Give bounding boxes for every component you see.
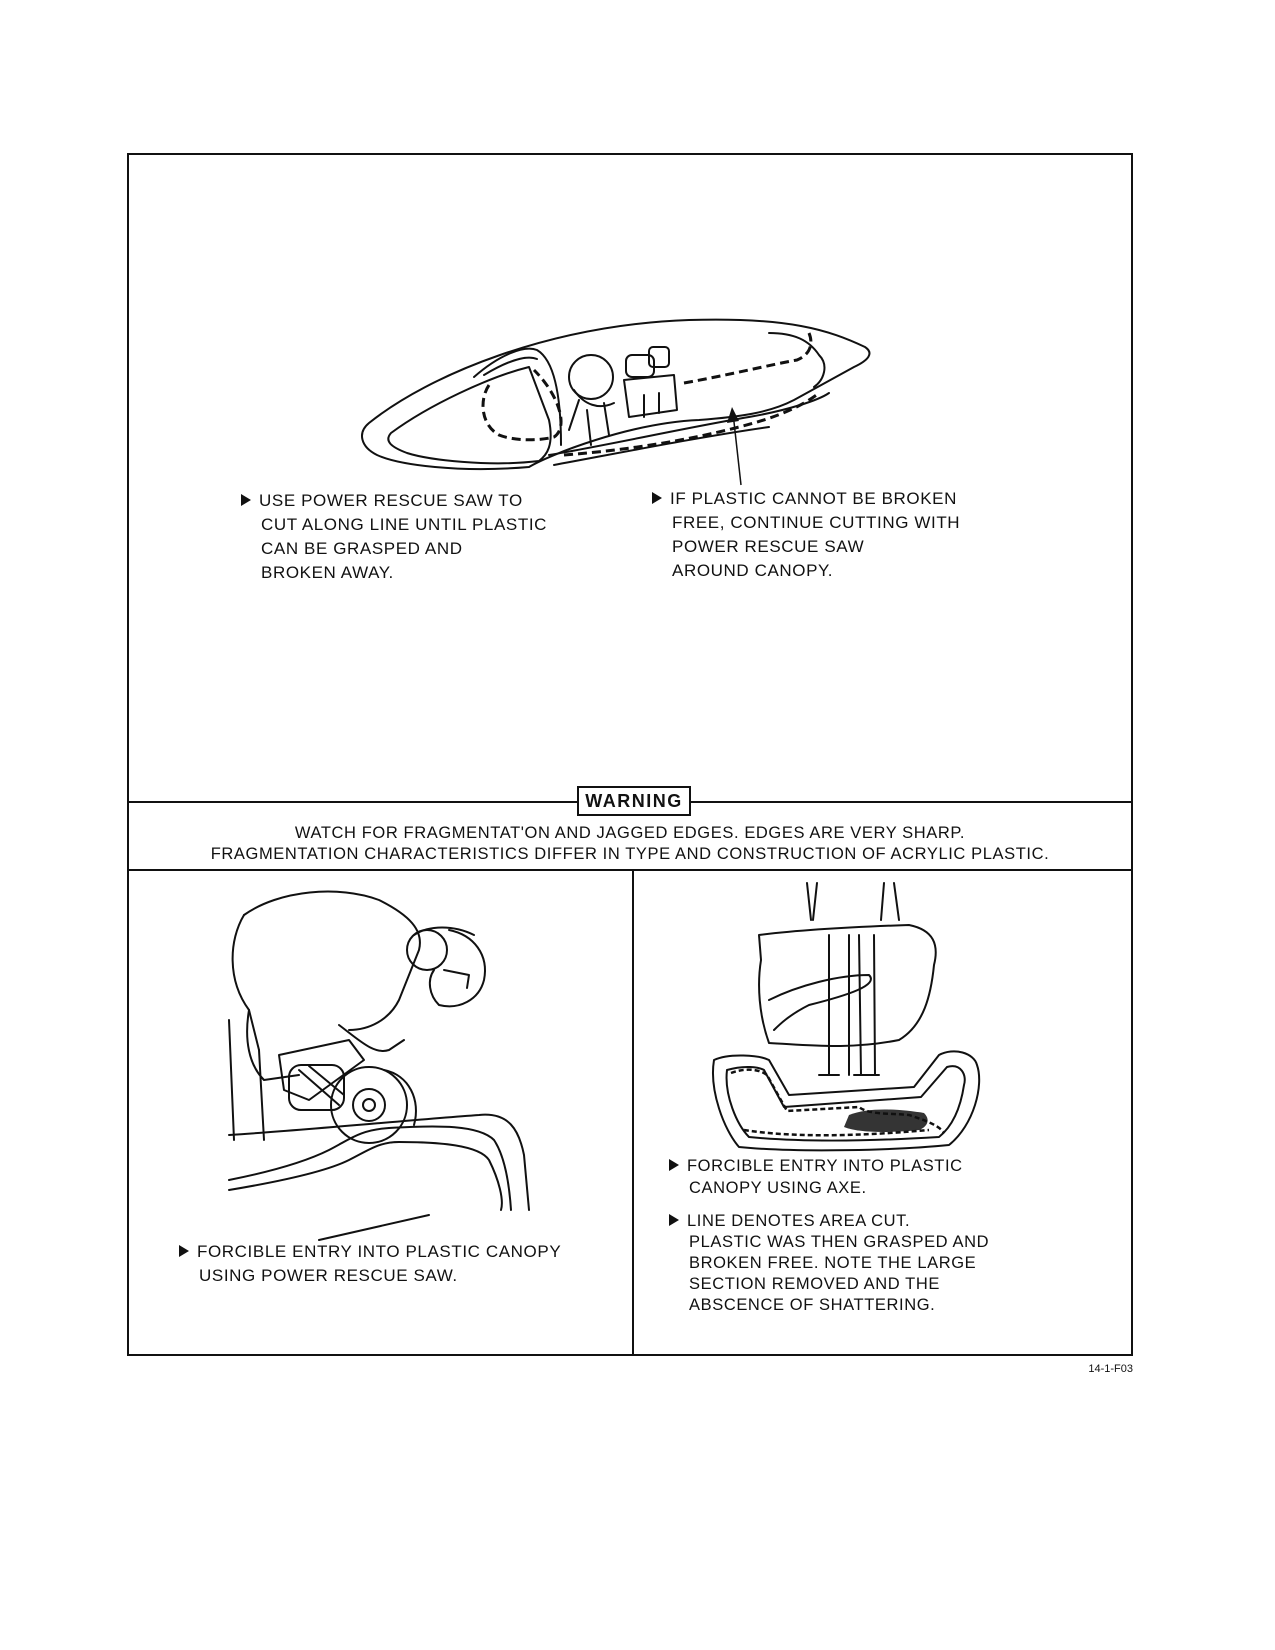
axe-cut-canopy-illustration <box>699 875 999 1175</box>
warning-line-1: WATCH FOR FRAGMENTAT'ON AND JAGGED EDGES… <box>294 824 966 842</box>
warning-line-2: FRAGMENTATION CHARACTERISTICS DIFFER IN … <box>210 845 1050 863</box>
figure-frame: USE POWER RESCUE SAW TO CUT ALONG LINE U… <box>127 153 1133 1356</box>
canopy-cut-line-illustration <box>129 155 1131 805</box>
top-caption-left: USE POWER RESCUE SAW TO CUT ALONG LINE U… <box>241 489 547 585</box>
bullet-triangle-icon <box>652 492 662 504</box>
divider-bottom <box>129 869 1131 871</box>
bullet-triangle-icon <box>241 494 251 506</box>
power-rescue-saw-illustration <box>189 880 589 1260</box>
top-caption-right: IF PLASTIC CANNOT BE BROKEN FREE, CONTIN… <box>652 487 960 583</box>
warning-badge: WARNING <box>577 786 691 816</box>
bottom-left-caption: FORCIBLE ENTRY INTO PLASTIC CANOPY USING… <box>179 1240 561 1288</box>
bottom-right-caption-1: FORCIBLE ENTRY INTO PLASTIC CANOPY USING… <box>669 1155 963 1199</box>
bottom-right-caption-2: LINE DENOTES AREA CUT. PLASTIC WAS THEN … <box>669 1211 989 1316</box>
bullet-triangle-icon <box>669 1159 679 1171</box>
bullet-triangle-icon <box>179 1245 189 1257</box>
bullet-triangle-icon <box>669 1214 679 1226</box>
figure-id: 14-1-F03 <box>1088 1363 1133 1375</box>
divider-vertical <box>632 871 634 1354</box>
